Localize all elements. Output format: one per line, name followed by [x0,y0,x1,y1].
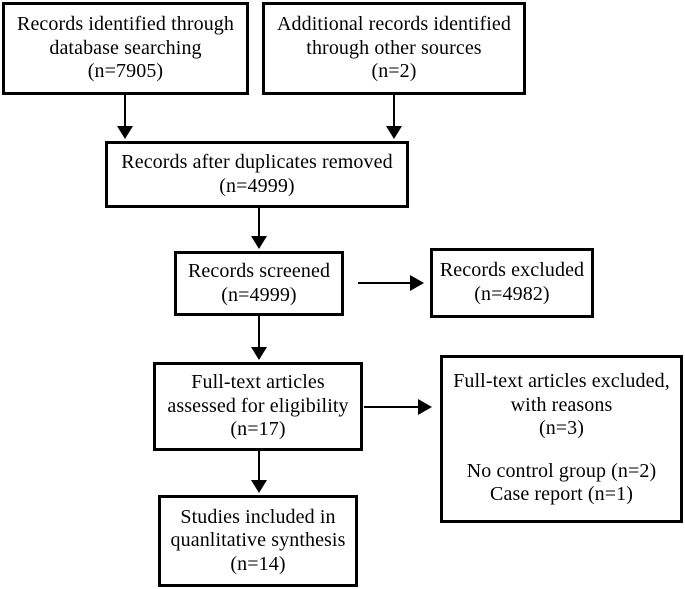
node-line: Studies included in [180,505,336,528]
node-line: Records excluded [439,259,585,282]
node-count: (n=3) [538,417,585,440]
arrowhead-down-icon [386,126,402,139]
node-line: Full-text articles excluded, [453,370,670,392]
node-records-excluded: Records excluded (n=4982) [430,248,594,318]
node-count: (n=4999) [221,283,297,306]
node-count: (n=2) [371,60,417,83]
connector-screened-to-records-excluded [358,282,414,284]
node-count: (n=4982) [474,283,550,305]
exclusion-reason: Case report (n=1) [490,483,633,506]
node-line: through other sources [306,36,482,59]
node-count: (n=17) [230,418,286,441]
connector-database-to-dedup [124,95,126,128]
connector-other-to-dedup [393,95,395,128]
node-line: Records identified through [17,13,234,36]
node-records-identified-other-sources: Additional records identified through ot… [262,2,526,95]
node-line: Records screened [187,259,331,282]
exclusion-reason: No control group (n=2) [466,459,657,482]
arrowhead-down-icon [251,236,267,249]
node-studies-included: Studies included in quanlitative synthes… [158,495,358,587]
arrowhead-down-icon [117,126,133,139]
node-records-after-duplicates-removed: Records after duplicates removed (n=4999… [105,141,409,208]
connector-dedup-to-screened [258,208,260,238]
node-line: assessed for eligibility [167,394,349,417]
connector-fulltext-to-included [258,451,260,482]
node-line: Records after duplicates removed [121,150,393,173]
node-line: with reasons [510,393,613,416]
arrowhead-right-icon [418,399,432,415]
node-records-screened: Records screened (n=4999) [174,251,344,316]
node-line: Full-text articles [191,371,325,394]
arrowhead-down-icon [251,480,267,493]
node-full-text-articles-excluded: Full-text articles excluded, with reason… [440,355,683,523]
node-line: Additional records identified [277,13,511,36]
connector-screened-to-fulltext [258,316,260,349]
node-count: (n=14) [230,552,286,575]
node-records-identified-database: Records identified through database sear… [2,2,249,95]
connector-fulltext-to-fulltext-excluded [364,406,420,408]
node-full-text-articles-assessed: Full-text articles assessed for eligibil… [153,362,363,451]
node-count: (n=4999) [219,174,295,197]
arrowhead-right-icon [410,275,424,291]
arrowhead-down-icon [251,347,267,360]
node-line: database searching [49,36,202,59]
node-line: quanlitative synthesis [170,529,346,552]
node-count: (n=7905) [87,60,164,83]
